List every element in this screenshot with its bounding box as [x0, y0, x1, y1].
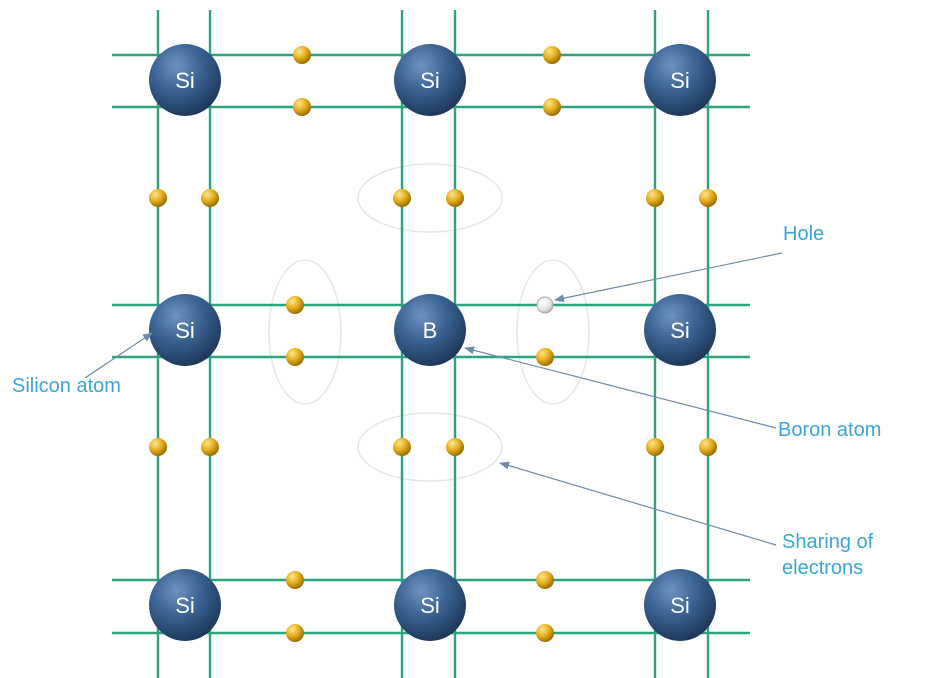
- shared-pair-ellipse: [357, 412, 503, 482]
- hole-label: Hole: [783, 223, 825, 245]
- shared-pair-ellipses: [268, 163, 590, 482]
- electron: [543, 98, 561, 116]
- sharing-arrow: [499, 461, 777, 546]
- electron: [286, 571, 304, 589]
- electron: [446, 189, 464, 207]
- atom-label: Si: [670, 68, 690, 93]
- atom: Si: [644, 44, 716, 116]
- electron: [286, 624, 304, 642]
- atom-sphere: [644, 569, 716, 641]
- electron: [286, 296, 304, 314]
- atom-label: B: [423, 318, 438, 343]
- atom-label: Si: [420, 68, 440, 93]
- atom: Si: [149, 569, 221, 641]
- electron: [536, 624, 554, 642]
- electron: [646, 189, 664, 207]
- atom-sphere: [644, 294, 716, 366]
- atom: Si: [149, 44, 221, 116]
- electrons: [149, 46, 717, 642]
- electron: [201, 189, 219, 207]
- atom: Si: [149, 294, 221, 366]
- atom: Si: [394, 569, 466, 641]
- silicon-atom-label: Silicon atom: [12, 375, 121, 397]
- callout-arrows: [84, 252, 783, 546]
- atom: Si: [644, 294, 716, 366]
- atom: Si: [644, 569, 716, 641]
- electron: [543, 46, 561, 64]
- electron: [699, 438, 717, 456]
- atom-sphere: [149, 569, 221, 641]
- electron: [536, 571, 554, 589]
- atom-sphere: [149, 294, 221, 366]
- electron: [536, 348, 554, 366]
- sharing-label-line1: Sharing of: [782, 531, 874, 553]
- hole-marker: [536, 296, 554, 314]
- atom-label: Si: [175, 318, 195, 343]
- boron-atom-arrow: [464, 346, 777, 429]
- electron: [201, 438, 219, 456]
- electron: [293, 46, 311, 64]
- atom-sphere: [394, 569, 466, 641]
- electron: [646, 438, 664, 456]
- shared-pair-ellipse: [516, 259, 590, 405]
- shared-pair-ellipse: [357, 163, 503, 233]
- atom-label: Si: [175, 593, 195, 618]
- boron-atom-label: Boron atom: [778, 419, 882, 441]
- sharing-label-line2: electrons: [782, 557, 864, 579]
- hole-arrow: [554, 252, 783, 303]
- electron: [149, 189, 167, 207]
- silicon-atom-arrow: [84, 332, 153, 379]
- atom-label: Si: [175, 68, 195, 93]
- atom-label: Si: [670, 318, 690, 343]
- atom-label: Si: [670, 593, 690, 618]
- atom-sphere: [149, 44, 221, 116]
- atom: B: [394, 294, 466, 366]
- electron: [149, 438, 167, 456]
- atom-sphere: [644, 44, 716, 116]
- shared-pair-ellipse: [268, 259, 342, 405]
- electron: [293, 98, 311, 116]
- electron: [286, 348, 304, 366]
- atom: Si: [394, 44, 466, 116]
- electron: [446, 438, 464, 456]
- electron: [393, 438, 411, 456]
- electron: [699, 189, 717, 207]
- atom-label: Si: [420, 593, 440, 618]
- electron: [393, 189, 411, 207]
- atom-sphere: [394, 44, 466, 116]
- atom-sphere: [394, 294, 466, 366]
